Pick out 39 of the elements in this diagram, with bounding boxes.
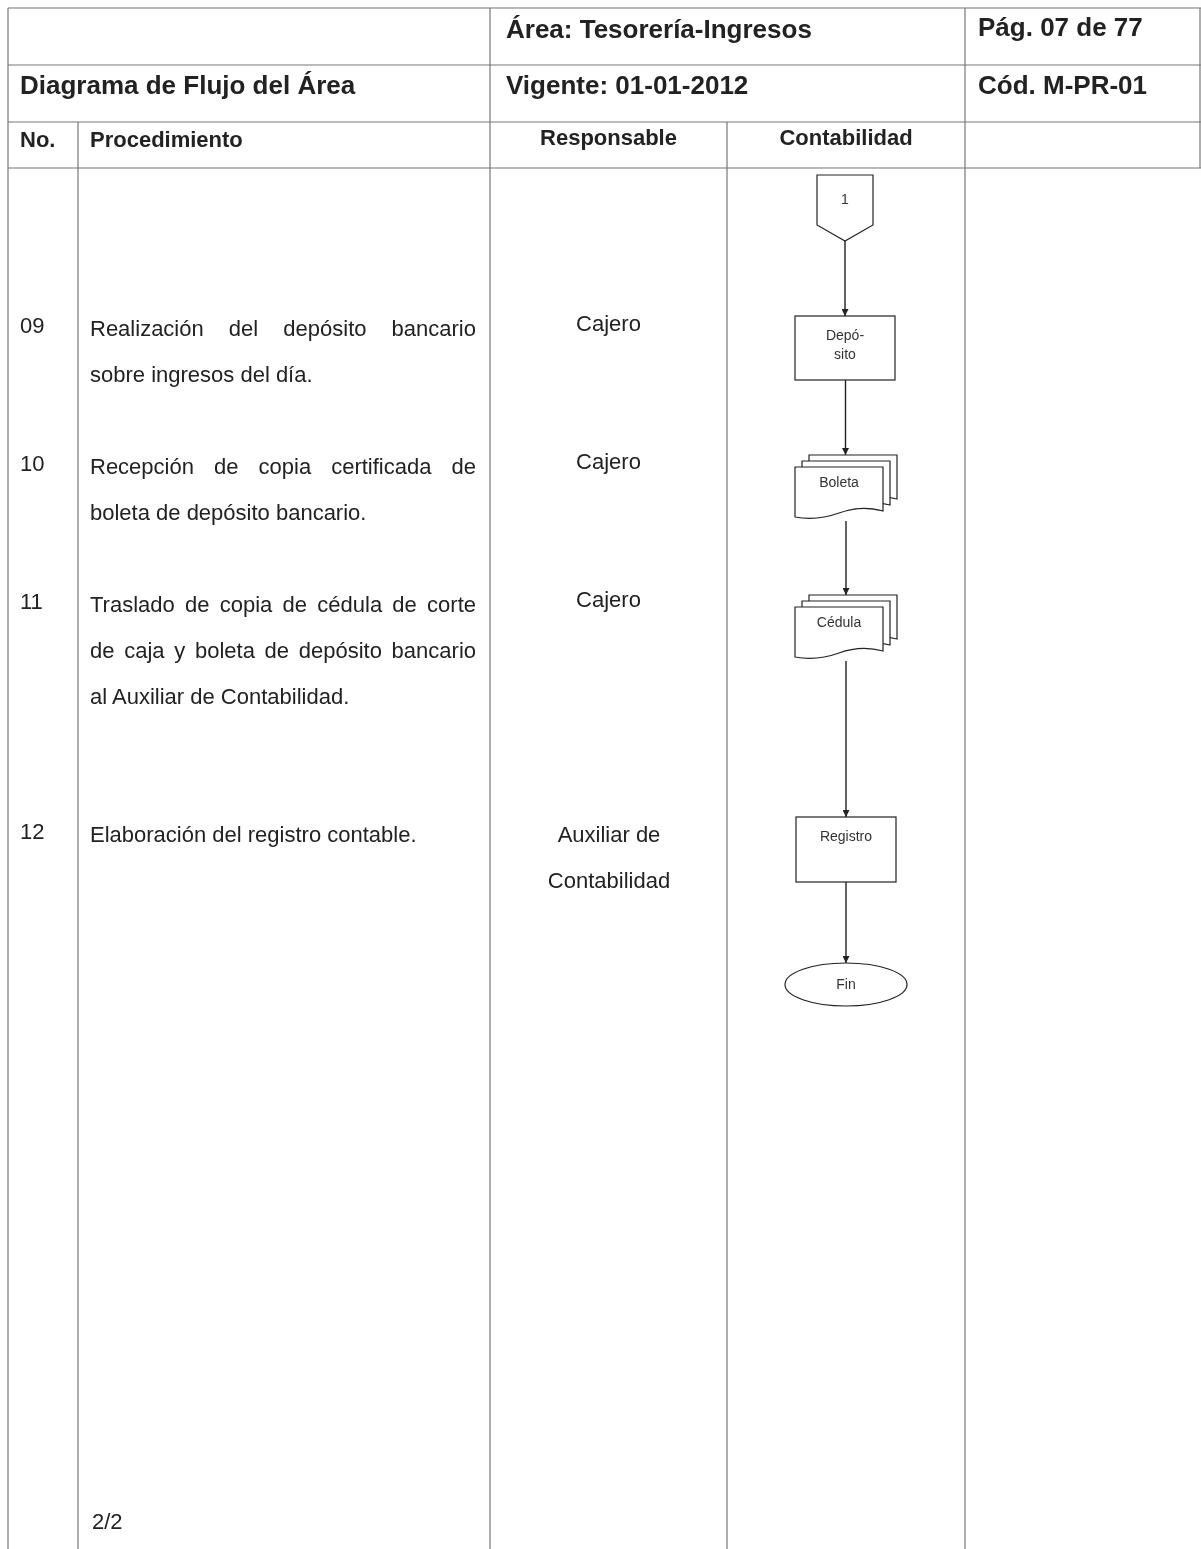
responsible-text: Cajero: [575, 310, 642, 338]
flow-arrow: [841, 240, 849, 317]
process-box: [796, 817, 896, 882]
procedure-text: Traslado de copia de cédula de corte de caja y boleta de depósito bancario al Auxiliar de Contabilidad.: [90, 591, 476, 711]
header-text: Vigente: 01-01-2012: [506, 69, 750, 102]
node-label: Depó- sito: [824, 326, 866, 364]
node-label: Fin: [836, 975, 856, 994]
flow-arrow: [842, 520, 850, 596]
column-header: Procedimiento: [90, 126, 244, 154]
procedure-text: Recepción de copia certificada de boleta de depósito bancario.: [90, 453, 476, 527]
column-header: Responsable: [539, 124, 678, 152]
step-number: 11: [20, 588, 44, 616]
flow-arrow: [842, 660, 850, 818]
header-text: Área: Tesorería-Ingresos: [506, 13, 813, 46]
node-label: Registro: [818, 827, 874, 846]
multi-document-shape: [795, 455, 897, 521]
node-label: Boleta: [819, 473, 859, 492]
flow-arrow: [842, 881, 850, 964]
terminal-ellipse: [785, 963, 907, 1006]
procedure-text: Realización del depósito bancario sobre ingresos del día.: [90, 315, 476, 389]
process-box: [795, 316, 895, 380]
column-header: Contabilidad: [778, 124, 914, 152]
procedure-text: Elaboración del registro contable.: [90, 821, 418, 849]
page-number: Pág. 07 de 77: [978, 11, 1144, 44]
off-page-connector: [817, 175, 873, 241]
step-number: 12: [20, 818, 46, 846]
step-number: 10: [20, 450, 46, 478]
diagram-title: Diagrama de Flujo del Área: [20, 69, 356, 102]
page-fraction: 2/2: [92, 1508, 124, 1536]
step-number: 09: [20, 312, 46, 340]
column-header: No.: [20, 126, 57, 154]
node-label: Cédula: [816, 613, 862, 632]
document-code: Cód. M-PR-01: [978, 69, 1148, 102]
responsible-text: Cajero: [575, 586, 642, 614]
multi-document-shape: [795, 595, 897, 661]
responsible-text: Cajero: [575, 448, 642, 476]
responsible-text: Auxiliar de Contabilidad: [546, 821, 672, 895]
flow-arrow: [842, 379, 849, 456]
node-label: 1: [841, 189, 849, 209]
